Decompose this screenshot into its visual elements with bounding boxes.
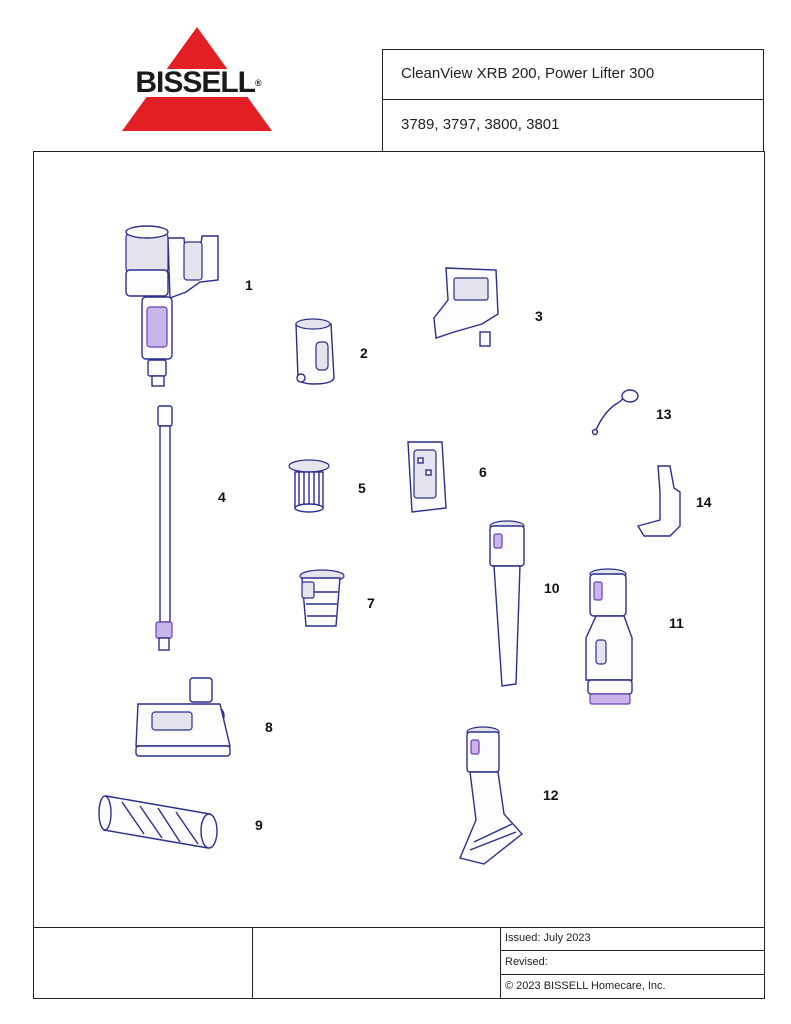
callout-8: 8 [265, 719, 273, 735]
part-4-extension-wand [155, 405, 173, 651]
logo-wordmark: BISSELL® [128, 66, 268, 99]
parts-diagram-frame [33, 151, 765, 999]
part-5-pleated-filter [288, 459, 330, 513]
copyright-notice: © 2023 BISSELL Homecare, Inc. [505, 980, 666, 992]
footer-info-cell: Issued: July 2023 Revised: © 2023 BISSEL… [500, 927, 765, 999]
footer-blank-cell [252, 927, 500, 999]
part-1-main-body [125, 225, 219, 387]
exploded-parts-diagram [98, 225, 681, 865]
callout-10: 10 [544, 580, 560, 596]
part-9-brush-roll [98, 795, 218, 849]
callout-6: 6 [479, 464, 487, 480]
footer-top-rule [33, 927, 765, 928]
part-13-charger-cord [591, 389, 639, 436]
model-numbers: 3789, 3797, 3800, 3801 [401, 116, 560, 133]
callout-4: 4 [218, 489, 226, 505]
callout-11: 11 [669, 615, 684, 631]
footer-block: Issued: July 2023 Revised: © 2023 BISSEL… [33, 927, 765, 999]
logo-registered-mark: ® [255, 78, 262, 88]
callout-14: 14 [696, 494, 712, 510]
callout-12: 12 [543, 787, 559, 803]
part-10-crevice-tool [489, 520, 525, 687]
callout-5: 5 [358, 480, 366, 496]
logo-wordmark-text: BISSELL [135, 66, 256, 99]
part-8-floor-nozzle [135, 677, 231, 757]
part-6-battery [407, 441, 447, 513]
callout-3: 3 [535, 308, 543, 324]
callout-2: 2 [360, 345, 368, 361]
callout-7: 7 [367, 595, 375, 611]
part-11-dusting-brush [585, 568, 633, 705]
callout-13: 13 [656, 406, 672, 422]
bissell-logo: BISSELL® [122, 27, 272, 131]
part-3-wall-mount [433, 267, 499, 347]
issued-date: Issued: July 2023 [501, 927, 765, 951]
part-7-mesh-filter [299, 569, 345, 627]
revised-date: Revised: [501, 951, 765, 975]
callout-1: 1 [245, 277, 253, 293]
part-12-motorized-tool [459, 726, 524, 865]
part-2-dust-cup [295, 318, 335, 385]
title-block: CleanView XRB 200, Power Lifter 300 3789… [382, 49, 764, 151]
product-title: CleanView XRB 200, Power Lifter 300 [383, 50, 763, 100]
part-14-accessory-clip [636, 465, 681, 537]
callout-9: 9 [255, 817, 263, 833]
